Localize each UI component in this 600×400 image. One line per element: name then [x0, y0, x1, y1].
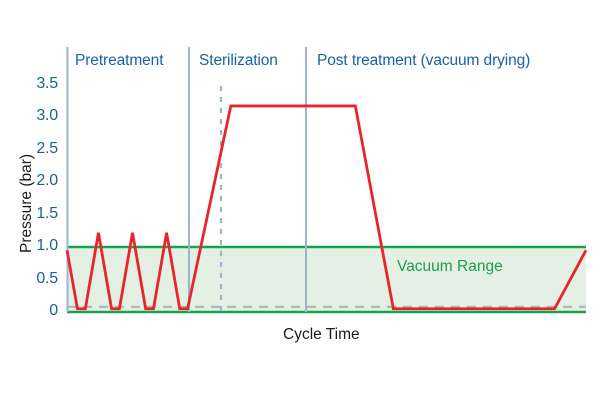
y-tick-label: 0.5 [36, 270, 58, 287]
pressure-series-line [65, 104, 588, 311]
y-tick-label: 2.5 [36, 140, 58, 157]
y-tick-label: 3.0 [36, 107, 58, 124]
y-axis-title: Pressure (bar) [18, 153, 35, 253]
y-tick-label: 2.0 [36, 172, 58, 189]
vacuum-range-label: Vacuum Range [397, 258, 503, 275]
phase-label-pretreatment: Pretreatment [75, 52, 164, 69]
phase-label-sterilization: Sterilization [199, 52, 278, 69]
x-axis-title: Cycle Time [283, 326, 360, 343]
y-tick-label: 3.5 [36, 75, 58, 92]
y-tick-label: 1.5 [36, 205, 58, 222]
y-tick-label: 1.0 [36, 237, 58, 254]
y-tick-label: 0 [49, 302, 58, 319]
phase-label-post-treatment: Post treatment (vacuum drying) [317, 52, 531, 69]
